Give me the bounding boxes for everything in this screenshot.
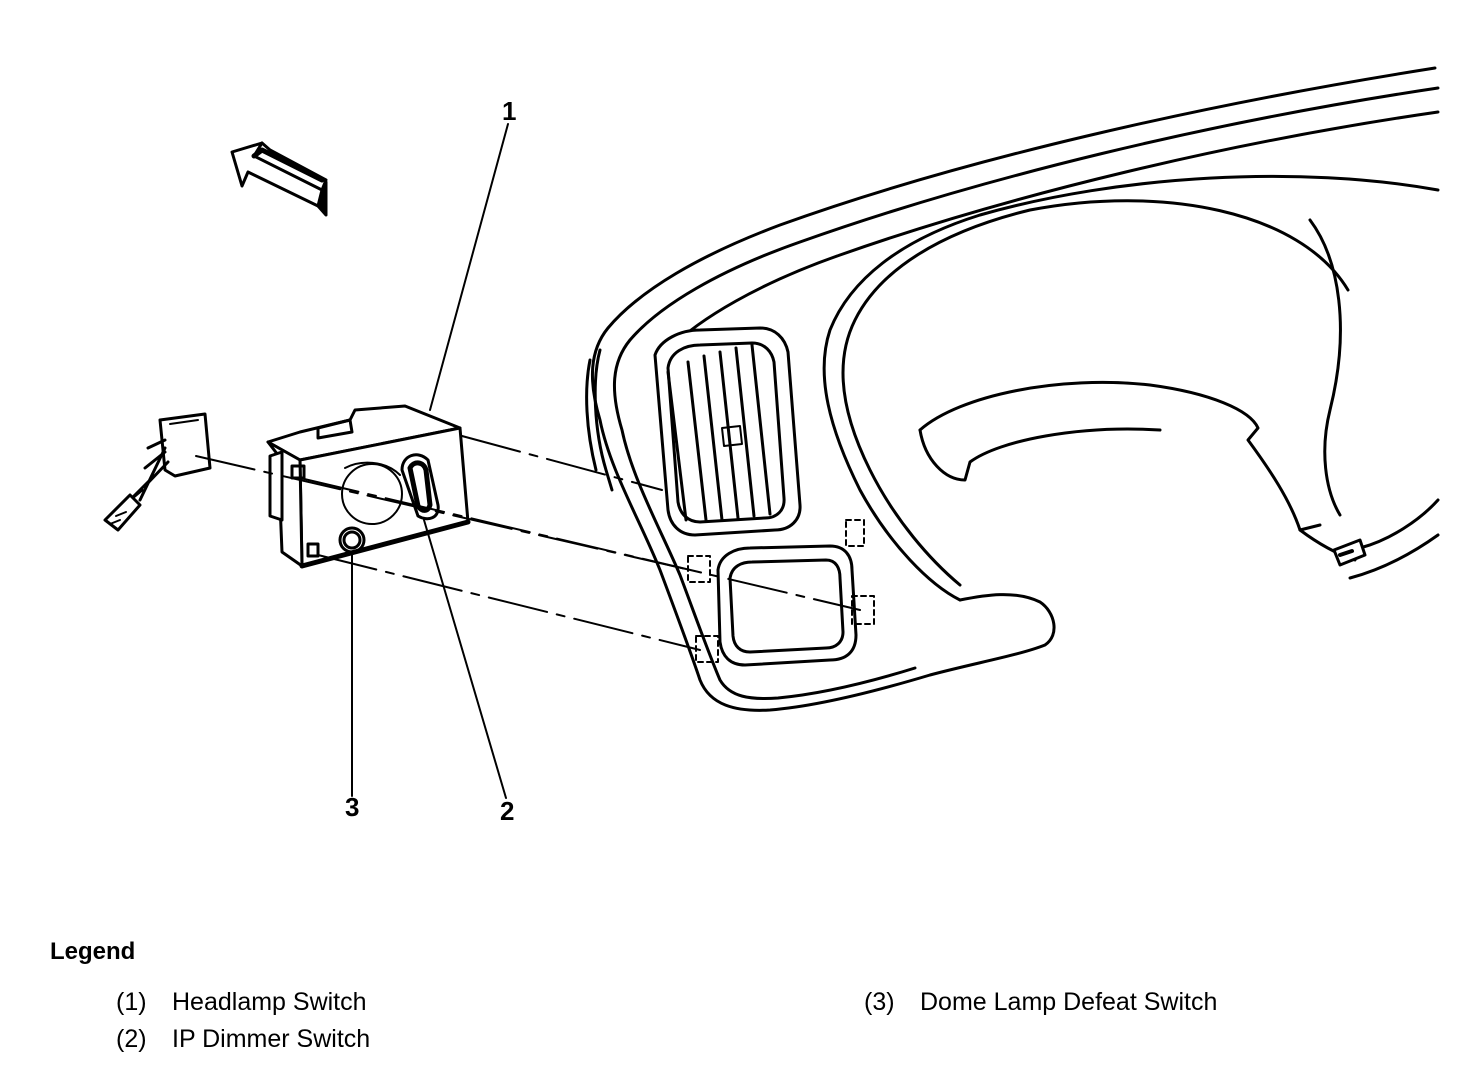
legend-item-number: (3) [864, 988, 895, 1016]
alignment-lines [195, 435, 861, 651]
callout-3: 3 [345, 792, 359, 822]
instrument-panel-illustration [585, 66, 1440, 712]
legend-title: Legend [50, 938, 136, 965]
headlamp-switch-assembly [266, 404, 471, 569]
leader-lines [351, 123, 509, 799]
legend-item-label: Dome Lamp Defeat Switch [920, 988, 1218, 1016]
legend-item-headlamp-switch: (1) Headlamp Switch [116, 988, 367, 1017]
electrical-connector [103, 412, 212, 532]
legend-item-ip-dimmer-switch: (2) IP Dimmer Switch [116, 1025, 370, 1054]
legend-item-label: IP Dimmer Switch [172, 1025, 371, 1053]
legend-item-dome-lamp-defeat-switch: (3) Dome Lamp Defeat Switch [864, 988, 1217, 1017]
headlamp-switch-diagram: 1 2 3 [103, 66, 1440, 826]
callout-2: 2 [500, 796, 514, 826]
legend-item-number: (1) [116, 988, 147, 1016]
callout-1: 1 [502, 96, 516, 126]
direction-arrow-icon [230, 141, 328, 217]
legend-item-number: (2) [116, 1025, 147, 1053]
legend-item-label: Headlamp Switch [172, 988, 367, 1016]
